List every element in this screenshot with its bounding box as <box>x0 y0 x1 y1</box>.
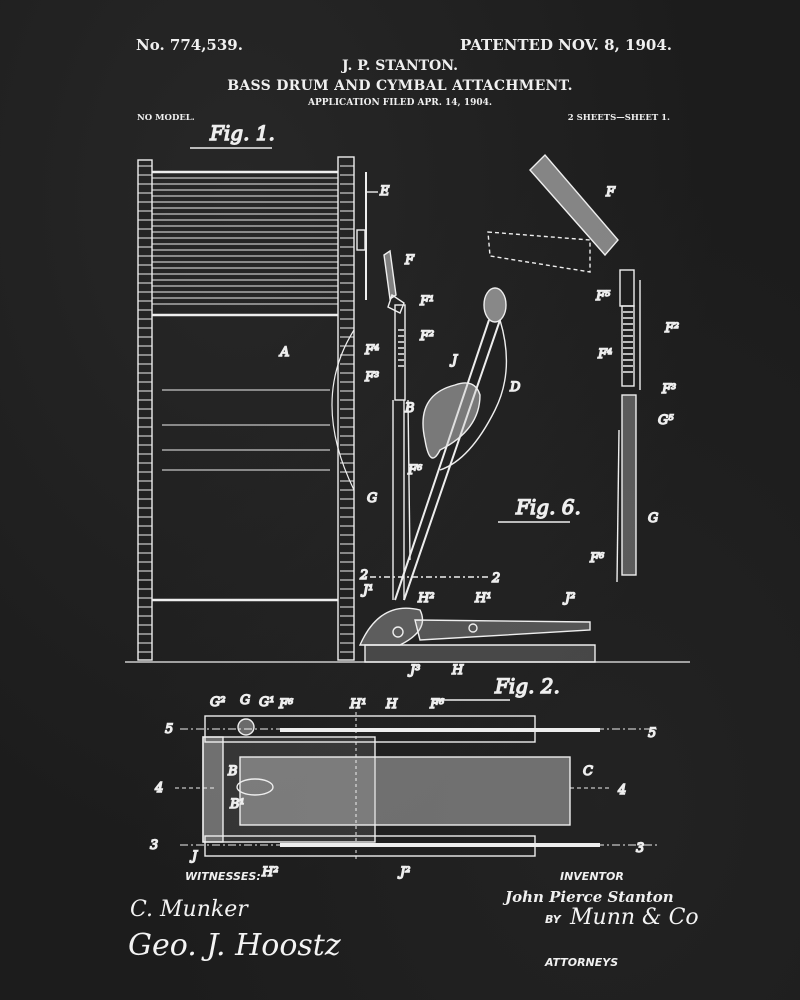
svg-text:Fig. 2.: Fig. 2. <box>494 674 560 698</box>
label-D: D <box>509 380 521 395</box>
label-n4-right: 4 <box>617 783 626 798</box>
label-F6-left: F⁶ <box>407 463 422 478</box>
label-G-fig2: G <box>240 693 250 708</box>
fig2-plan-view <box>175 712 660 860</box>
label-J: J <box>449 353 458 368</box>
witness-signature-2: Geo. J. Hoostz <box>128 928 341 963</box>
witness-signature-1: C. Munker <box>130 897 248 922</box>
label-F6b-fig2: F⁶ <box>429 697 444 712</box>
fig1-label: Fig. 1. <box>190 120 276 149</box>
label-F3-left: F³ <box>364 370 379 385</box>
label-F1-left: F¹ <box>419 294 434 309</box>
label-F3-fig6: F³ <box>661 382 676 397</box>
label-n2-left: 2 <box>359 568 368 583</box>
label-J2-fig1: J² <box>562 591 575 606</box>
label-H2-fig2: H² <box>261 865 279 880</box>
svg-text:Fig. 1.: Fig. 1. <box>209 121 275 145</box>
cymbal-striker-arm <box>383 249 411 600</box>
label-E: E <box>379 184 390 199</box>
label-H1-fig1: H¹ <box>474 591 492 606</box>
by-label: BY <box>545 913 561 926</box>
svg-text:Fig. 6.: Fig. 6. <box>515 495 581 519</box>
beater-assembly <box>394 287 508 601</box>
label-F6-fig6: F⁶ <box>589 551 604 566</box>
label-n3-right: 3 <box>636 841 644 856</box>
label-F4-left: F⁴ <box>364 343 379 358</box>
label-F-left: F <box>404 253 415 268</box>
attorneys-label: ATTORNEYS <box>545 956 619 969</box>
label-G5-fig6: G⁵ <box>658 413 674 428</box>
label-F4-fig6: F⁴ <box>597 347 612 362</box>
label-H-fig2: H <box>385 697 398 712</box>
patent-number: No. 774,539. <box>136 36 243 54</box>
inventor-label: INVENTOR <box>560 870 624 883</box>
label-n5-left: 5 <box>165 722 173 737</box>
label-F5-fig6: F⁵ <box>595 289 611 304</box>
label-A: A <box>279 345 289 360</box>
label-B: B <box>404 401 415 416</box>
label-B-fig2: B <box>227 764 238 779</box>
model-note: NO MODEL. <box>137 113 195 123</box>
label-J1: J¹ <box>360 583 373 598</box>
patent-title: BASS DRUM AND CYMBAL ATTACHMENT. <box>227 78 573 94</box>
label-G-fig6: G <box>648 511 658 526</box>
label-J2-fig2: J² <box>397 865 410 880</box>
sheet-count: 2 SHEETS—SHEET 1. <box>567 113 670 123</box>
inventor-name: John Pierce Stanton <box>505 888 674 906</box>
label-n5-right: 5 <box>648 726 656 741</box>
label-J-fig2: J <box>189 849 198 864</box>
fig6-cymbal-holder <box>487 153 641 583</box>
label-B1-fig2: B¹ <box>229 797 245 812</box>
fig2-label: Fig. 2. <box>434 673 561 701</box>
label-G2: G² <box>210 695 226 710</box>
fig6-label: Fig. 6. <box>498 494 582 523</box>
label-n4-left: 4 <box>154 781 163 796</box>
application-date: APPLICATION FILED APR. 14, 1904. <box>307 98 492 108</box>
label-F2-left: F² <box>419 329 434 344</box>
label-G-left: G <box>367 491 377 506</box>
label-G1: G¹ <box>259 695 275 710</box>
bass-drum-side-view <box>137 156 367 661</box>
label-n2-right: 2 <box>491 571 500 586</box>
label-H2-fig1: H² <box>417 591 435 606</box>
label-F6-fig2: F⁶ <box>278 697 293 712</box>
label-n3-left: 3 <box>150 838 158 853</box>
attorney-signature: Munn & Co <box>570 905 699 930</box>
foot-pedal <box>125 607 690 663</box>
label-H1-fig2: H¹ <box>349 697 367 712</box>
label-F2-fig6: F² <box>664 321 679 336</box>
label-C: C <box>583 764 593 779</box>
label-J3-fig1: J³ <box>407 663 420 678</box>
label-H-fig1: H <box>451 663 464 678</box>
inventor-short-name: J. P. STANTON. <box>341 58 459 74</box>
witnesses-label: WITNESSES: <box>185 870 261 883</box>
patent-date: PATENTED NOV. 8, 1904. <box>460 36 672 54</box>
label-F-fig6: F <box>605 185 616 200</box>
